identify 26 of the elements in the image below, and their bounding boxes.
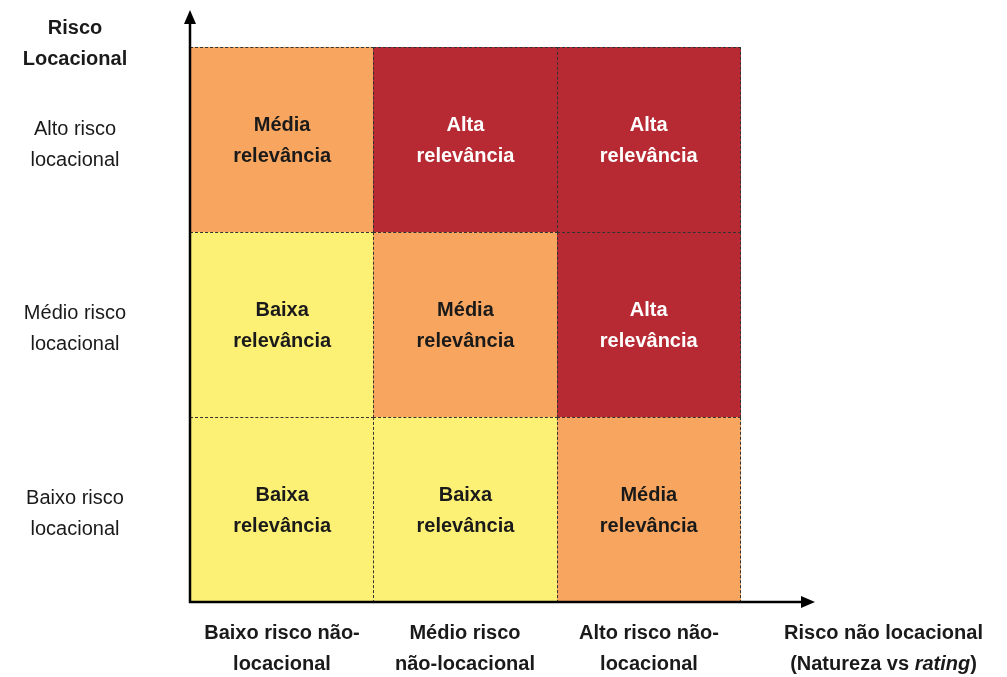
- axis-label: Baixo risco não-locacional: [204, 620, 360, 676]
- cell-label: Alta relevância: [598, 112, 699, 168]
- axis-label: Risco não locacional (Natureza vs rating): [783, 620, 984, 676]
- matrix-cell: [373, 232, 558, 418]
- cell-label: Média relevância: [415, 297, 516, 353]
- axis-label: Médio risco locacional: [22, 300, 128, 356]
- matrix-cell: [556, 417, 741, 603]
- axis-label: Alto risco locacional: [29, 116, 121, 172]
- matrix-cell: [556, 47, 741, 233]
- cell-label: Baixa relevância: [232, 482, 333, 538]
- matrix-cell: [373, 417, 558, 603]
- axis-label: Baixo risco locacional: [25, 485, 125, 541]
- matrix-cell: [190, 232, 375, 418]
- cell-label: Alta relevância: [598, 297, 699, 353]
- matrix-cell: [373, 47, 558, 233]
- cell-label: Alta relevância: [415, 112, 516, 168]
- matrix-cell: [556, 232, 741, 418]
- axis-label: Alto risco não-locacional: [578, 620, 720, 676]
- cell-label: Média relevância: [232, 112, 333, 168]
- axis-label: Médio risco não-locacional: [394, 620, 536, 676]
- cell-label: Média relevância: [598, 482, 699, 538]
- cell-label: Baixa relevância: [232, 297, 333, 353]
- axis-label: Risco Locacional: [21, 15, 129, 71]
- matrix-cell: [190, 47, 375, 233]
- cell-label: Baixa relevância: [415, 482, 516, 538]
- matrix-cell: [190, 417, 375, 603]
